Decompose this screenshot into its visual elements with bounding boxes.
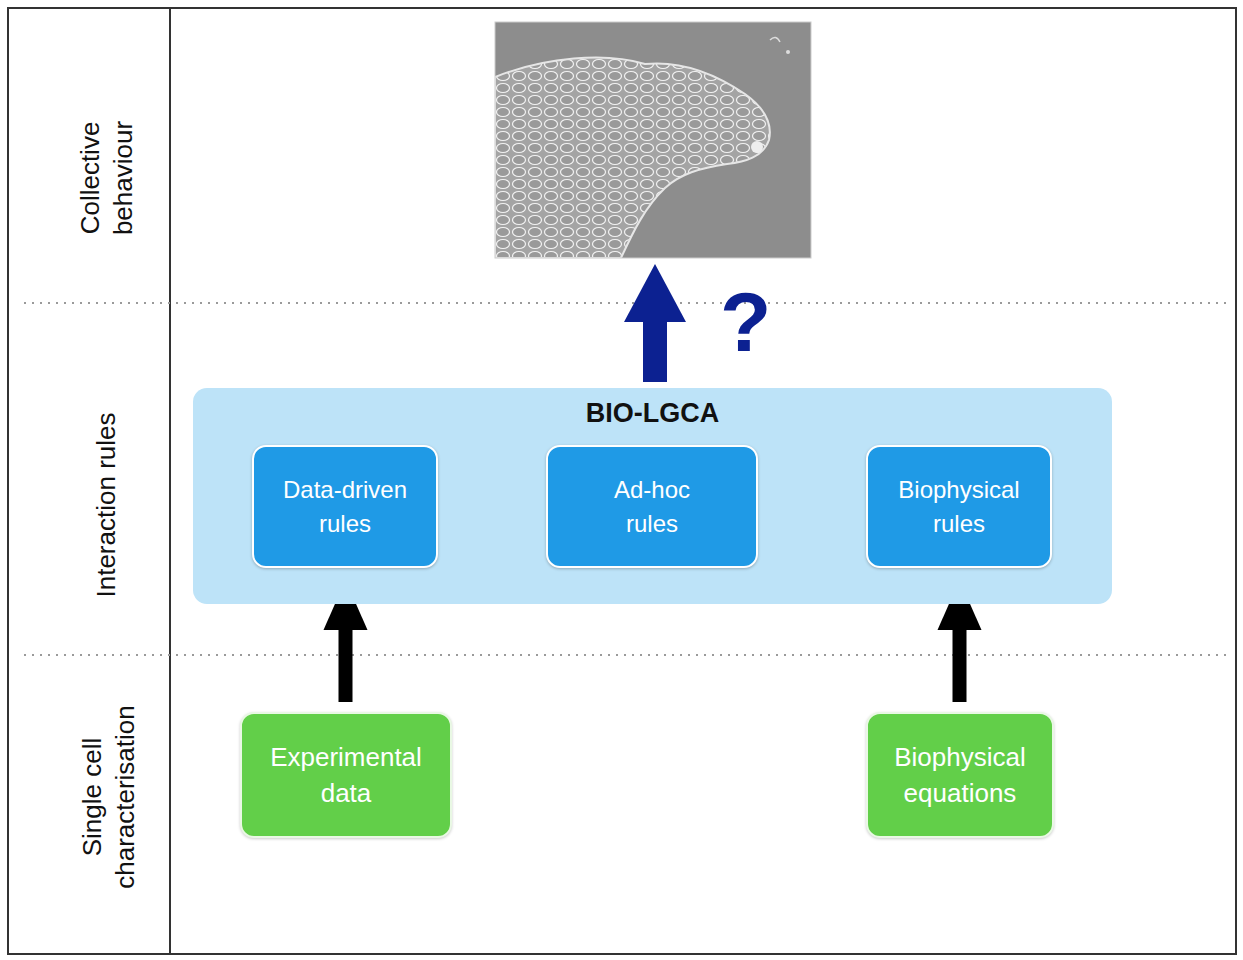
question-mark: ? [720,280,771,364]
outer-frame [8,8,1236,954]
row-divider [24,654,1230,656]
box-text: Biophysical equations [876,739,1044,812]
column-divider [169,8,171,954]
box-text: Data-driven rules [265,473,425,540]
box-text: Ad-hoc rules [597,473,707,540]
input-box: Experimental data [240,712,452,838]
rule-box: Ad-hoc rules [546,445,758,568]
emergence-arrow [624,264,686,382]
box-text: Biophysical rules [879,473,1039,540]
row-label: Collective behaviour [74,93,139,263]
row-label: Interaction rules [90,370,123,640]
box-text: Experimental data [254,739,439,812]
row-divider [24,302,1230,304]
input-box: Biophysical equations [866,712,1054,838]
model-panel: BIO-LGCA Data-driven rules Ad-hoc rules Bio… [193,388,1112,604]
row-label: Single cell characterisation [76,677,141,917]
rule-box: Data-driven rules [252,445,438,568]
rule-box: Biophysical rules [866,445,1052,568]
box-text: BIO-LGCA [586,398,719,429]
microscopy-image [495,22,811,258]
